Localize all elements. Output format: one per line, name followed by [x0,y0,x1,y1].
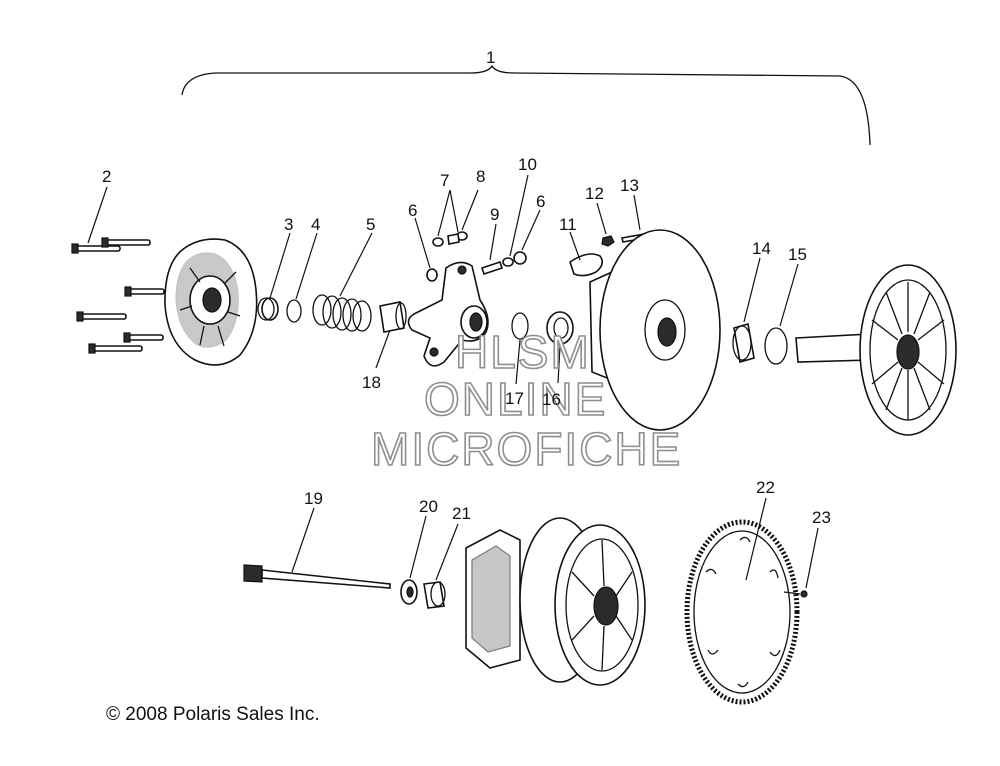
callout-4: 4 [311,215,320,234]
callout-14: 14 [752,239,771,258]
driven-clutch [465,517,646,686]
callout-19: 19 [304,489,323,508]
callout-13: 13 [620,176,639,195]
callout-9: 9 [490,205,499,224]
callout-3: 3 [284,215,293,234]
callout-10: 10 [518,155,537,174]
callout-labels: 2 3 4 5 6 7 8 9 10 6 11 12 13 14 15 16 1… [102,155,831,527]
moveable-sheave [589,229,721,431]
nut-12 [601,235,615,247]
callout-22: 22 [756,478,775,497]
assembly-bracket [181,64,871,146]
callout-12: 12 [585,184,604,203]
sleeve-18 [379,301,407,333]
callout-15: 15 [788,245,807,264]
ring-15 [764,327,788,365]
ring-17 [511,312,529,340]
copyright-notice: © 2008 Polaris Sales Inc. [106,704,320,725]
bushing-21 [423,581,446,609]
cover-plate [164,238,258,366]
callout-7: 7 [440,171,449,190]
callout-17: 17 [505,389,524,408]
spider-center [407,261,489,367]
callout-20: 20 [419,497,438,516]
svg-text:HLSM: HLSM [455,326,591,378]
washer-20 [400,579,418,605]
bushing-14 [732,322,755,364]
bolt-19 [243,564,391,589]
callout-23: 23 [812,508,831,527]
callout-8: 8 [476,167,485,186]
callout-1: 1 [486,48,495,67]
callout-6b: 6 [536,192,545,211]
fixed-sheave [795,264,957,436]
washer-10 [502,257,514,267]
ring-4 [286,299,302,323]
spring-5 [312,294,372,332]
callout-21: 21 [452,504,471,523]
bushing-3 [257,297,279,321]
callout-5: 5 [366,215,375,234]
cam-weight-11 [569,253,604,277]
roller-6a [426,268,438,282]
rivet-23 [783,590,808,598]
ring-gear-22 [684,519,800,705]
callout-2: 2 [102,167,111,186]
svg-text:ONLINE: ONLINE [424,373,607,425]
callout-11: 11 [559,215,577,234]
callout-18: 18 [362,373,381,392]
svg-text:MICROFICHE: MICROFICHE [371,423,682,475]
roller-6b [513,251,527,265]
leader-lines [87,174,819,589]
pin-9 [480,260,504,276]
bolt-group [71,237,165,354]
watermark: HLSM ONLINE MICROFICHE [370,325,682,476]
callout-16: 16 [542,390,561,409]
callout-6a: 6 [408,201,417,220]
bushing-7 [447,233,460,245]
washer-7 [432,237,444,247]
seal-16 [546,311,574,345]
